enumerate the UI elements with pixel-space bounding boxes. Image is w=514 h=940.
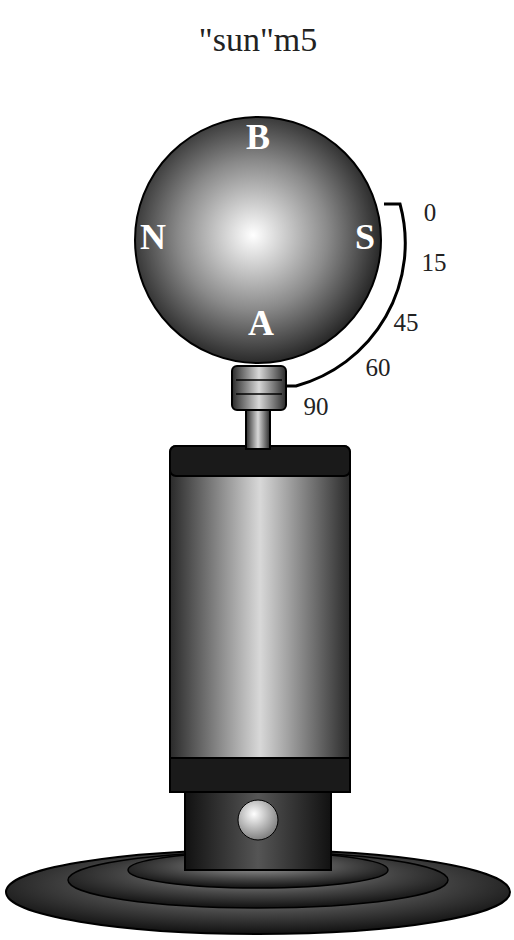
lower-column (185, 790, 331, 870)
collar (232, 366, 286, 410)
stand-body (170, 446, 350, 792)
rod (246, 405, 270, 449)
pole-letter: B (246, 119, 270, 155)
pole-letter: N (140, 219, 166, 255)
scale-number: 90 (304, 394, 329, 419)
title: "sun"m5 (199, 23, 317, 57)
knob (238, 800, 278, 840)
scale-number: 60 (366, 355, 391, 380)
scale-number: 0 (424, 200, 437, 225)
body-top-band (170, 446, 350, 476)
pole-letter: S (355, 219, 375, 255)
scale-number: 15 (422, 250, 447, 275)
pole-letter: A (248, 305, 274, 341)
body-bottom-band (170, 758, 350, 792)
sphere: B N S A (133, 115, 383, 365)
scale-number: 45 (394, 310, 419, 335)
